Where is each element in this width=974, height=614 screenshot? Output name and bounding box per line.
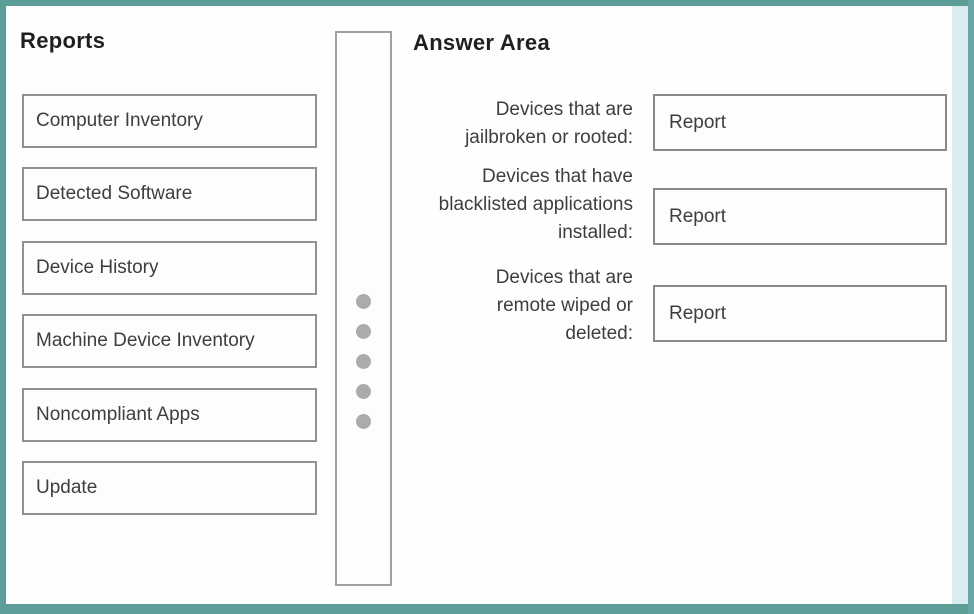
frame-border-right (968, 0, 974, 614)
frame-border-left (0, 0, 6, 614)
label-line: remote wiped or (496, 295, 633, 316)
label-line: Devices that are (495, 267, 633, 288)
frame-border-right-highlight (952, 6, 968, 604)
label-line: deleted: (565, 323, 633, 344)
report-option-noncompliant-apps[interactable]: Noncompliant Apps (22, 388, 317, 442)
answer-drop-target-blacklisted[interactable]: Report (653, 188, 947, 245)
frame-border-bottom (0, 604, 974, 614)
divider-dot-icon (356, 324, 371, 339)
label-line: installed: (558, 222, 633, 243)
divider-dot-icon (356, 354, 371, 369)
frame-border-top (0, 0, 974, 6)
reports-title: Reports (20, 28, 106, 53)
answer-row-label-jailbroken: Devices that are jailbroken or rooted: (395, 96, 633, 152)
report-option-computer-inventory[interactable]: Computer Inventory (22, 94, 317, 148)
report-option-machine-device-inventory[interactable]: Machine Device Inventory (22, 314, 317, 368)
label-line: blacklisted applications (438, 194, 633, 215)
divider-dot-icon (356, 384, 371, 399)
answer-drop-target-jailbroken[interactable]: Report (653, 94, 947, 151)
label-line: Devices that are (495, 99, 633, 120)
divider-dot-icon (356, 294, 371, 309)
answer-drop-target-remote-wiped[interactable]: Report (653, 285, 947, 342)
divider-bar (335, 31, 392, 586)
label-line: jailbroken or rooted: (465, 127, 633, 148)
report-option-device-history[interactable]: Device History (22, 241, 317, 295)
label-line: Devices that have (481, 166, 633, 187)
report-option-update[interactable]: Update (22, 461, 317, 515)
answer-row-label-remote-wiped: Devices that are remote wiped or deleted… (395, 264, 633, 348)
answer-area-title: Answer Area (413, 30, 550, 55)
divider-dot-icon (356, 414, 371, 429)
answer-row-label-blacklisted: Devices that have blacklisted applicatio… (395, 163, 633, 247)
report-option-detected-software[interactable]: Detected Software (22, 167, 317, 221)
